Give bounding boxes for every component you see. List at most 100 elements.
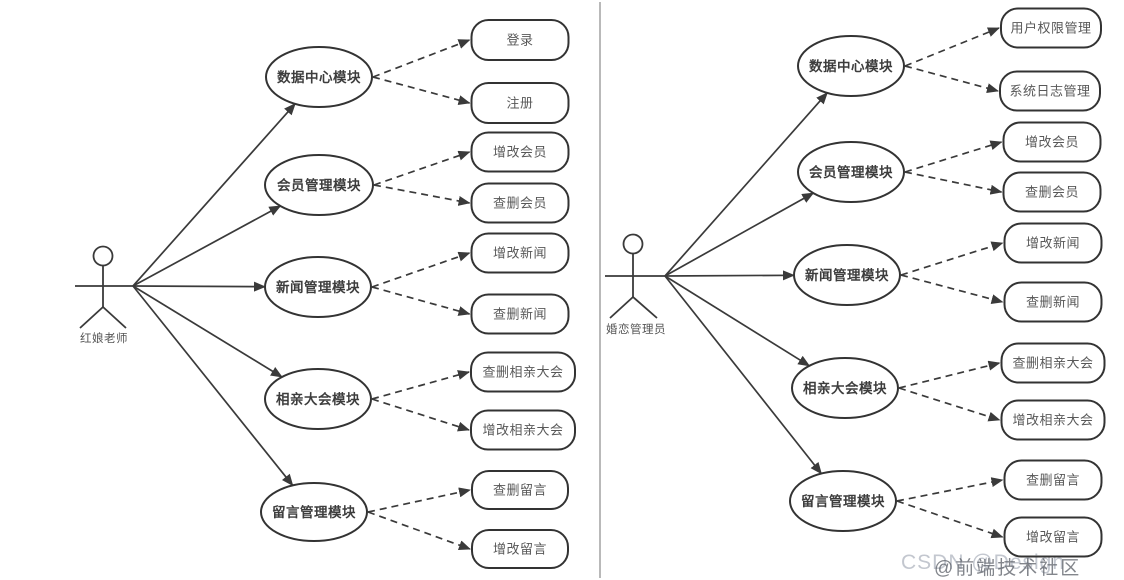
actor-module-connector bbox=[132, 205, 282, 287]
usecase-label: 增改留言 bbox=[1026, 530, 1080, 545]
usecase-label: 增改新闻 bbox=[493, 246, 547, 261]
panel-right: 婚恋管理员数据中心模块用户权限管理系统日志管理会员管理模块增改会员查删会员新闻管… bbox=[605, 7, 1106, 558]
usecase-node bbox=[1002, 171, 1102, 213]
actor-module-connector bbox=[664, 275, 823, 475]
module-label: 数据中心模块 bbox=[277, 69, 361, 85]
usecase-node bbox=[470, 82, 570, 124]
module-ellipse bbox=[264, 368, 372, 430]
usecase-label: 用户权限管理 bbox=[1010, 21, 1091, 36]
usecase-node bbox=[1003, 281, 1103, 323]
module-usecase-connector bbox=[372, 39, 471, 78]
actor-label: 婚恋管理员 bbox=[606, 322, 666, 336]
usecase-label: 查删相亲大会 bbox=[482, 365, 563, 380]
actor-module-connector bbox=[664, 270, 796, 281]
module-usecase-connector bbox=[896, 500, 1004, 539]
usecase-label: 查删留言 bbox=[1026, 473, 1080, 488]
usecase-label: 查删会员 bbox=[493, 196, 547, 211]
usecase-node bbox=[1000, 7, 1102, 49]
module-usecase-connector bbox=[373, 150, 471, 186]
module-ellipse bbox=[789, 470, 897, 532]
module-label: 留言管理模块 bbox=[272, 504, 356, 520]
usecase-node bbox=[1000, 342, 1106, 384]
module-label: 数据中心模块 bbox=[809, 58, 893, 74]
module-usecase-connector bbox=[371, 251, 471, 288]
module-usecase-connector bbox=[900, 274, 1004, 305]
module-usecase-connector bbox=[898, 360, 1001, 389]
actor-figure bbox=[75, 245, 133, 329]
usecase-label: 查删相亲大会 bbox=[1012, 356, 1093, 371]
usecase-node bbox=[470, 293, 570, 335]
module-usecase-connector bbox=[371, 286, 471, 316]
usecase-label: 查删新闻 bbox=[1026, 295, 1080, 310]
module-usecase-connector bbox=[898, 387, 1001, 422]
actor-module-connector bbox=[132, 285, 294, 487]
module-usecase-connector bbox=[367, 487, 471, 513]
usecase-node bbox=[471, 529, 569, 569]
usecase-label: 增改会员 bbox=[1025, 135, 1079, 150]
usecase-label: 增改相亲大会 bbox=[482, 423, 563, 438]
module-label: 相亲大会模块 bbox=[803, 380, 887, 396]
module-usecase-connector bbox=[900, 241, 1004, 276]
usecase-label: 增改新闻 bbox=[1026, 236, 1080, 251]
actor-figure bbox=[605, 233, 665, 319]
module-ellipse bbox=[264, 154, 374, 216]
usecase-node bbox=[471, 470, 569, 510]
actor-leg-line bbox=[79, 306, 104, 329]
usecase-node bbox=[1003, 222, 1103, 264]
actor-module-connector bbox=[664, 275, 811, 367]
module-usecase-connector bbox=[371, 370, 470, 400]
module-label: 会员管理模块 bbox=[277, 177, 361, 193]
usecase-node bbox=[470, 182, 570, 224]
usecase-node bbox=[1003, 516, 1103, 558]
actor-module-connector bbox=[664, 92, 828, 277]
usecase-label: 增改相亲大会 bbox=[1012, 413, 1093, 428]
usecase-node bbox=[1003, 459, 1103, 501]
usecase-label: 登录 bbox=[506, 33, 533, 48]
actor-leg-line bbox=[102, 306, 127, 329]
usecase-node bbox=[470, 232, 570, 274]
usecase-label: 增改留言 bbox=[493, 542, 547, 557]
module-usecase-connector bbox=[896, 477, 1004, 502]
module-ellipse bbox=[791, 357, 899, 419]
usecase-label: 查删新闻 bbox=[493, 307, 547, 322]
actor-module-connector bbox=[132, 281, 267, 292]
usecase-label: 查删留言 bbox=[493, 483, 547, 498]
module-usecase-connector bbox=[372, 76, 471, 105]
module-label: 会员管理模块 bbox=[809, 164, 893, 180]
module-ellipse bbox=[265, 46, 373, 108]
usecase-node bbox=[470, 409, 576, 451]
usecase-node bbox=[1000, 399, 1106, 441]
usecase-node bbox=[999, 70, 1101, 112]
actor-module-connector bbox=[132, 285, 283, 378]
module-usecase-connector bbox=[904, 140, 1003, 173]
actor-leg-line bbox=[632, 296, 658, 319]
module-usecase-connector bbox=[904, 171, 1003, 195]
actor-head-icon bbox=[92, 245, 114, 267]
module-ellipse bbox=[264, 256, 372, 318]
usecase-node bbox=[470, 131, 570, 173]
usecase-node bbox=[1002, 121, 1102, 163]
module-label: 留言管理模块 bbox=[801, 493, 885, 509]
usecase-node bbox=[470, 351, 576, 393]
usecase-node bbox=[470, 19, 570, 61]
panel-left: 红娘老师数据中心模块登录注册会员管理模块增改会员查删会员新闻管理模块增改新闻查删… bbox=[75, 19, 576, 569]
usecase-label: 查删会员 bbox=[1025, 185, 1079, 200]
actor-module-connector bbox=[664, 192, 815, 277]
module-usecase-connector bbox=[373, 184, 471, 206]
actor-leg-line bbox=[609, 296, 634, 319]
module-ellipse bbox=[260, 482, 368, 542]
usecase-label: 增改会员 bbox=[493, 145, 547, 160]
module-usecase-connector bbox=[371, 398, 470, 432]
actor-head-icon bbox=[622, 233, 644, 255]
module-usecase-connector bbox=[904, 27, 1000, 67]
actor-module-connector bbox=[132, 103, 296, 287]
module-label: 新闻管理模块 bbox=[276, 279, 360, 295]
actor-label: 红娘老师 bbox=[80, 331, 128, 345]
module-usecase-connector bbox=[367, 511, 471, 550]
module-usecase-connector bbox=[904, 65, 999, 93]
module-ellipse bbox=[797, 35, 905, 97]
module-label: 新闻管理模块 bbox=[805, 267, 889, 283]
module-ellipse bbox=[797, 141, 905, 203]
